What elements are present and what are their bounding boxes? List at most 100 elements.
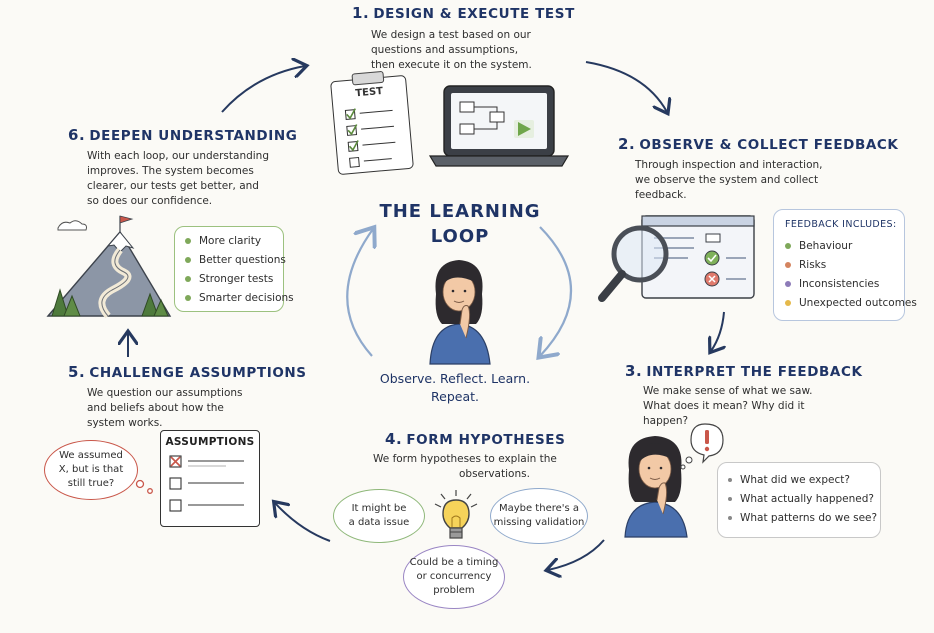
arrow-6-to-1 [221, 66, 305, 113]
bullet-dot [185, 256, 191, 263]
arrow-4-to-5 [275, 503, 331, 542]
step5-desc-line: We question our assumptions [87, 387, 243, 399]
step6-number: 6. [68, 126, 86, 144]
step5-title: 5.CHALLENGE ASSUMPTIONS [68, 363, 307, 381]
inner-loop-arrow-left [346, 229, 373, 357]
assumptions-card-title: ASSUMPTIONS [165, 436, 255, 448]
thought-trail-dots [135, 479, 153, 494]
benefits-box: More clarity Better questions Stronger t… [174, 226, 294, 312]
step6-desc-line: so does our confidence. [87, 195, 213, 207]
step4-title-text: FORM HYPOTHESES [406, 432, 566, 448]
loop-title: THE LEARNING LOOP [370, 199, 550, 249]
benefit-item: Smarter decisions [185, 288, 294, 307]
bubble-line: It might be [351, 503, 407, 514]
hypothesis-bubble-validation: Maybe there's a missing validation [490, 488, 588, 544]
loop-subtitle-line1: Observe. Reflect. Learn. [379, 371, 531, 386]
step3-desc-line: happen? [643, 415, 689, 427]
arrow-2-to-3 [711, 311, 724, 351]
bullet-dot [728, 515, 732, 520]
thought-line: X, but is that [58, 464, 124, 475]
feedback-item: Behaviour [785, 236, 917, 255]
feedback-item: Inconsistencies [785, 274, 917, 293]
step4-desc-line: observations. [459, 468, 530, 480]
step1-description: We design a test based on our questions … [371, 28, 532, 73]
bullet-dot [785, 261, 791, 268]
feedback-item: Unexpected outcomes [785, 293, 917, 312]
laptop-icon [428, 85, 570, 167]
thought-line: We assumed [59, 450, 123, 461]
step1-title-text: DESIGN & EXECUTE TEST [373, 6, 575, 22]
assumption-thought-bubble: We assumed X, but is that still true? [44, 440, 138, 500]
magnified-screen-illustration [598, 215, 755, 302]
assumptions-checklist [169, 455, 244, 512]
loop-title-line2: LOOP [430, 226, 490, 247]
step1-number: 1. [352, 4, 370, 22]
benefit-item: Better questions [185, 250, 294, 269]
bubble-line: Maybe there's a [498, 503, 580, 514]
step3-title: 3.INTERPRET THE FEEDBACK [625, 362, 863, 380]
bubble-line: missing validation [493, 517, 585, 528]
step4-description: We form hypotheses to explain the observ… [373, 452, 557, 482]
step1-desc-line: then execute it on the system. [371, 59, 532, 71]
question-item: What patterns do we see? [728, 508, 877, 527]
step6-desc-line: clearer, our tests get better, and [87, 180, 259, 192]
inner-loop-arrow-right [540, 226, 572, 356]
step3-title-text: INTERPRET THE FEEDBACK [646, 364, 863, 380]
step4-title: 4.FORM HYPOTHESES [385, 430, 565, 448]
bubble-line: a data issue [348, 517, 410, 528]
step3-number: 3. [625, 362, 643, 380]
feedback-list: Behaviour Risks Inconsistencies Unexpect… [785, 236, 917, 312]
benefit-item: More clarity [185, 231, 294, 250]
clipboard-label: TEST [354, 85, 384, 100]
feedback-item: Risks [785, 255, 917, 274]
lightbulb-icon [434, 490, 478, 539]
benefit-item: Stronger tests [185, 269, 294, 288]
step5-desc-line: system works. [87, 417, 163, 429]
thought-line: still true? [67, 478, 115, 489]
step5-number: 5. [68, 363, 86, 381]
step1-title: 1.DESIGN & EXECUTE TEST [352, 4, 575, 22]
step6-title: 6.DEEPEN UNDERSTANDING [68, 126, 297, 144]
bubble-line: problem [433, 585, 475, 596]
hypothesis-bubble-data-issue: It might be a data issue [333, 489, 425, 543]
step6-title-text: DEEPEN UNDERSTANDING [89, 128, 298, 144]
benefits-list: More clarity Better questions Stronger t… [185, 231, 294, 307]
bullet-dot [785, 242, 791, 249]
loop-subtitle-line2: Repeat. [431, 389, 479, 404]
bullet-dot [785, 280, 791, 287]
hypothesis-bubble-timing: Could be a timing or concurrency problem [403, 545, 505, 609]
interpret-questions-list: What did we expect? What actually happen… [728, 470, 877, 527]
bullet-dot [785, 299, 791, 306]
arrow-3-to-4 [548, 539, 605, 570]
person-thinking-step3 [624, 423, 724, 538]
question-item: What did we expect? [728, 470, 877, 489]
bullet-dot [185, 275, 191, 282]
loop-subtitle: Observe. Reflect. Learn. Repeat. [360, 370, 550, 406]
clipboard-checklist [344, 108, 396, 168]
step5-description: We question our assumptions and beliefs … [87, 386, 243, 431]
bubble-line: Could be a timing [409, 557, 499, 568]
loop-title-line1: THE LEARNING [379, 201, 541, 222]
step6-desc-line: improves. The system becomes [87, 165, 254, 177]
step4-desc-line: We form hypotheses to explain the [373, 453, 557, 465]
interpret-questions-box: What did we expect? What actually happen… [717, 462, 881, 538]
feedback-heading: FEEDBACK INCLUDES: [785, 219, 897, 230]
step2-title-text: OBSERVE & COLLECT FEEDBACK [639, 137, 899, 153]
feedback-includes-box: FEEDBACK INCLUDES: Behaviour Risks Incon… [773, 209, 917, 321]
bullet-dot [185, 294, 191, 301]
question-item: What actually happened? [728, 489, 877, 508]
step5-desc-line: and beliefs about how the [87, 402, 224, 414]
mountain-path-illustration [46, 215, 172, 319]
step2-number: 2. [618, 135, 636, 153]
step2-desc-line: feedback. [635, 189, 687, 201]
step4-number: 4. [385, 430, 403, 448]
step3-desc-line: What does it mean? Why did it [643, 400, 805, 412]
step1-desc-line: We design a test based on our [371, 29, 531, 41]
arrow-1-to-2 [585, 61, 667, 112]
bubble-line: or concurrency [416, 571, 492, 582]
bullet-dot [185, 237, 191, 244]
person-thinking-center [429, 260, 491, 365]
step3-desc-line: We make sense of what we saw. [643, 385, 813, 397]
bullet-dot [728, 496, 732, 501]
